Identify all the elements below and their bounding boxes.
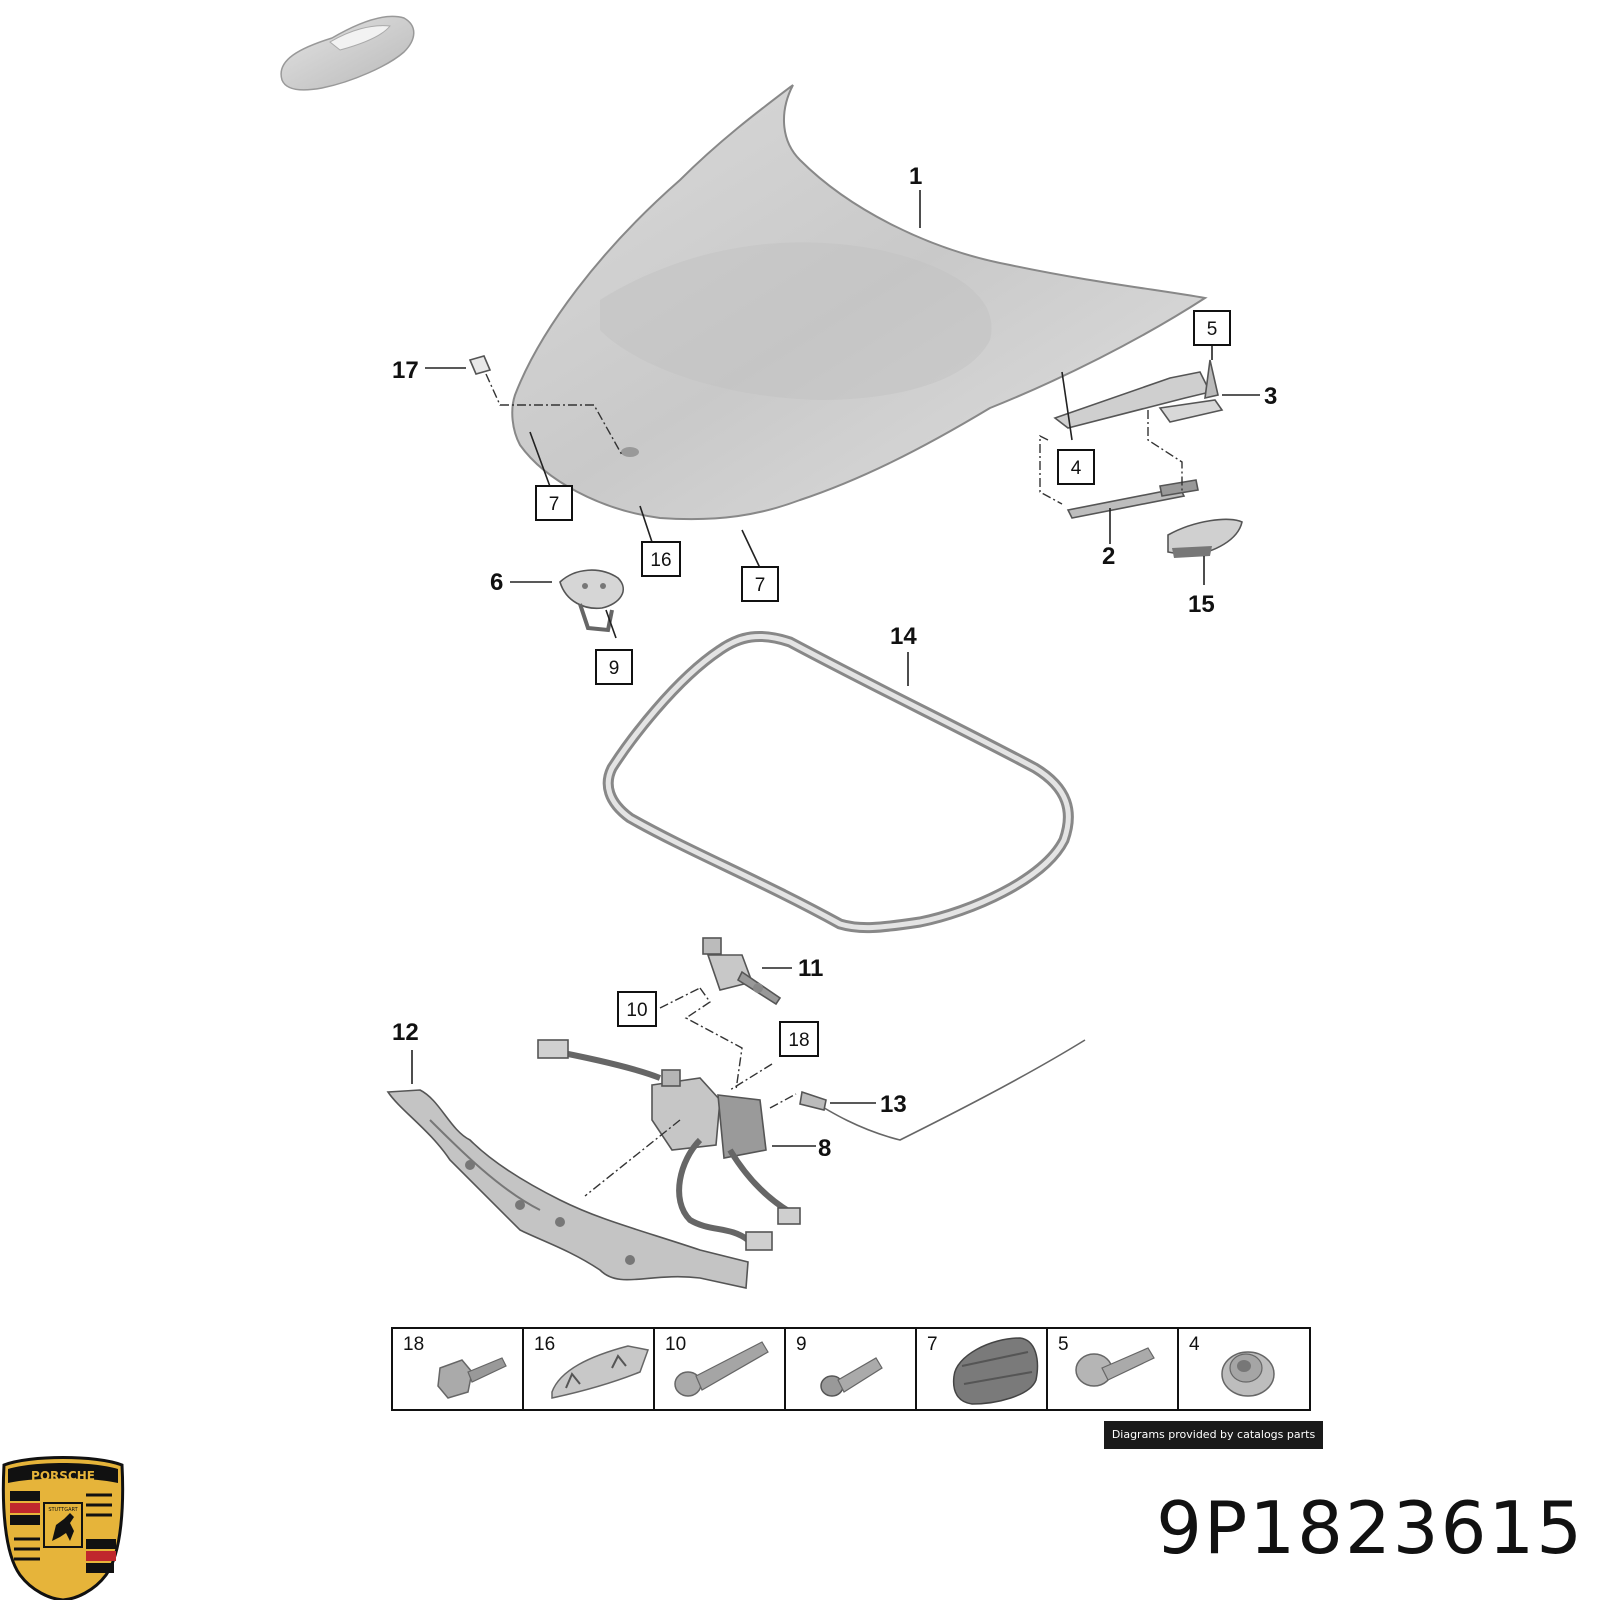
lock-carrier-crossmember (386, 1089, 749, 1289)
boxed-callout-10: 10 (617, 991, 657, 1027)
hood-seal-gasket (602, 631, 1074, 934)
callout-13: 13 (880, 1091, 907, 1118)
svg-text:9: 9 (609, 658, 620, 679)
boxed-callout-9: 9 (595, 649, 633, 685)
flange-nut-icon (1221, 1351, 1275, 1397)
callout-12: 12 (392, 1019, 419, 1046)
svg-text:10: 10 (626, 1000, 647, 1021)
logo-subtext: STUTTGART (48, 1507, 78, 1513)
leader-lines (411, 190, 1260, 1147)
boxed-callout-labels: 4 5 7 7 9 10 16 18 (535, 310, 1231, 1057)
callout-11: 11 (798, 955, 823, 982)
callout-labels: 1 2 3 6 8 11 12 13 14 15 17 (392, 163, 1277, 1162)
svg-text:7: 7 (755, 575, 766, 596)
hex-flange-bolt-icon (437, 1357, 507, 1399)
callout-3: 3 (1264, 383, 1277, 410)
boxed-callout-4: 4 (1057, 449, 1095, 485)
torx-bolt-icon (674, 1341, 769, 1397)
logo-wordmark: PORSCHE (31, 1469, 95, 1483)
hood-contact-sensor (702, 937, 782, 1006)
fastener-label-9: 9 (796, 1334, 807, 1355)
boxed-callout-7a: 7 (535, 485, 573, 521)
hinge-bracket-assembly (1053, 359, 1224, 429)
callout-15: 15 (1188, 591, 1215, 618)
callout-6: 6 (490, 569, 503, 596)
washer-bolt-icon (1075, 1347, 1155, 1387)
fastener-label-7: 7 (927, 1334, 938, 1355)
boxed-callout-16: 16 (641, 541, 681, 577)
hood-bumper-pad (1167, 518, 1243, 558)
callout-14: 14 (890, 623, 917, 650)
porsche-crest-logo-icon: PORSCHE STUTTGART (1, 1456, 125, 1600)
front-hood-panel (511, 84, 1208, 521)
fastener-label-16: 16 (534, 1334, 555, 1355)
callout-1: 1 (909, 163, 922, 190)
fastener-label-18: 18 (403, 1334, 424, 1355)
fastener-table: 18 16 10 9 7 5 4 (391, 1327, 1311, 1411)
svg-text:5: 5 (1207, 319, 1218, 340)
release-cable (799, 1039, 1086, 1141)
part-number: 9P1823615 (1156, 1486, 1584, 1570)
svg-text:7: 7 (549, 494, 560, 515)
callout-17: 17 (392, 357, 419, 384)
diagram-credit-badge: Diagrams provided by catalogs parts (1104, 1421, 1323, 1449)
fastener-label-10: 10 (665, 1334, 686, 1355)
clip-bracket-icon (551, 1345, 650, 1399)
gas-strut (1066, 479, 1199, 519)
boxed-callout-7b: 7 (741, 566, 779, 602)
hood-latch-lock (537, 1039, 801, 1251)
fastener-label-4: 4 (1189, 1334, 1200, 1355)
vehicle-thumbnail-icon (280, 15, 415, 91)
hood-hinge-bracket (559, 569, 624, 633)
callout-2: 2 (1102, 543, 1115, 570)
svg-text:4: 4 (1071, 458, 1082, 479)
hood-clip (468, 355, 492, 375)
callout-8: 8 (818, 1135, 831, 1162)
rubber-buffer-icon (952, 1337, 1039, 1405)
boxed-callout-5: 5 (1193, 310, 1231, 346)
short-screw-icon (820, 1357, 883, 1397)
dashed-assembly-lines (485, 373, 1183, 1197)
boxed-callout-18: 18 (779, 1021, 819, 1057)
svg-text:16: 16 (650, 550, 671, 571)
fastener-label-5: 5 (1058, 1334, 1069, 1355)
svg-text:18: 18 (788, 1030, 809, 1051)
